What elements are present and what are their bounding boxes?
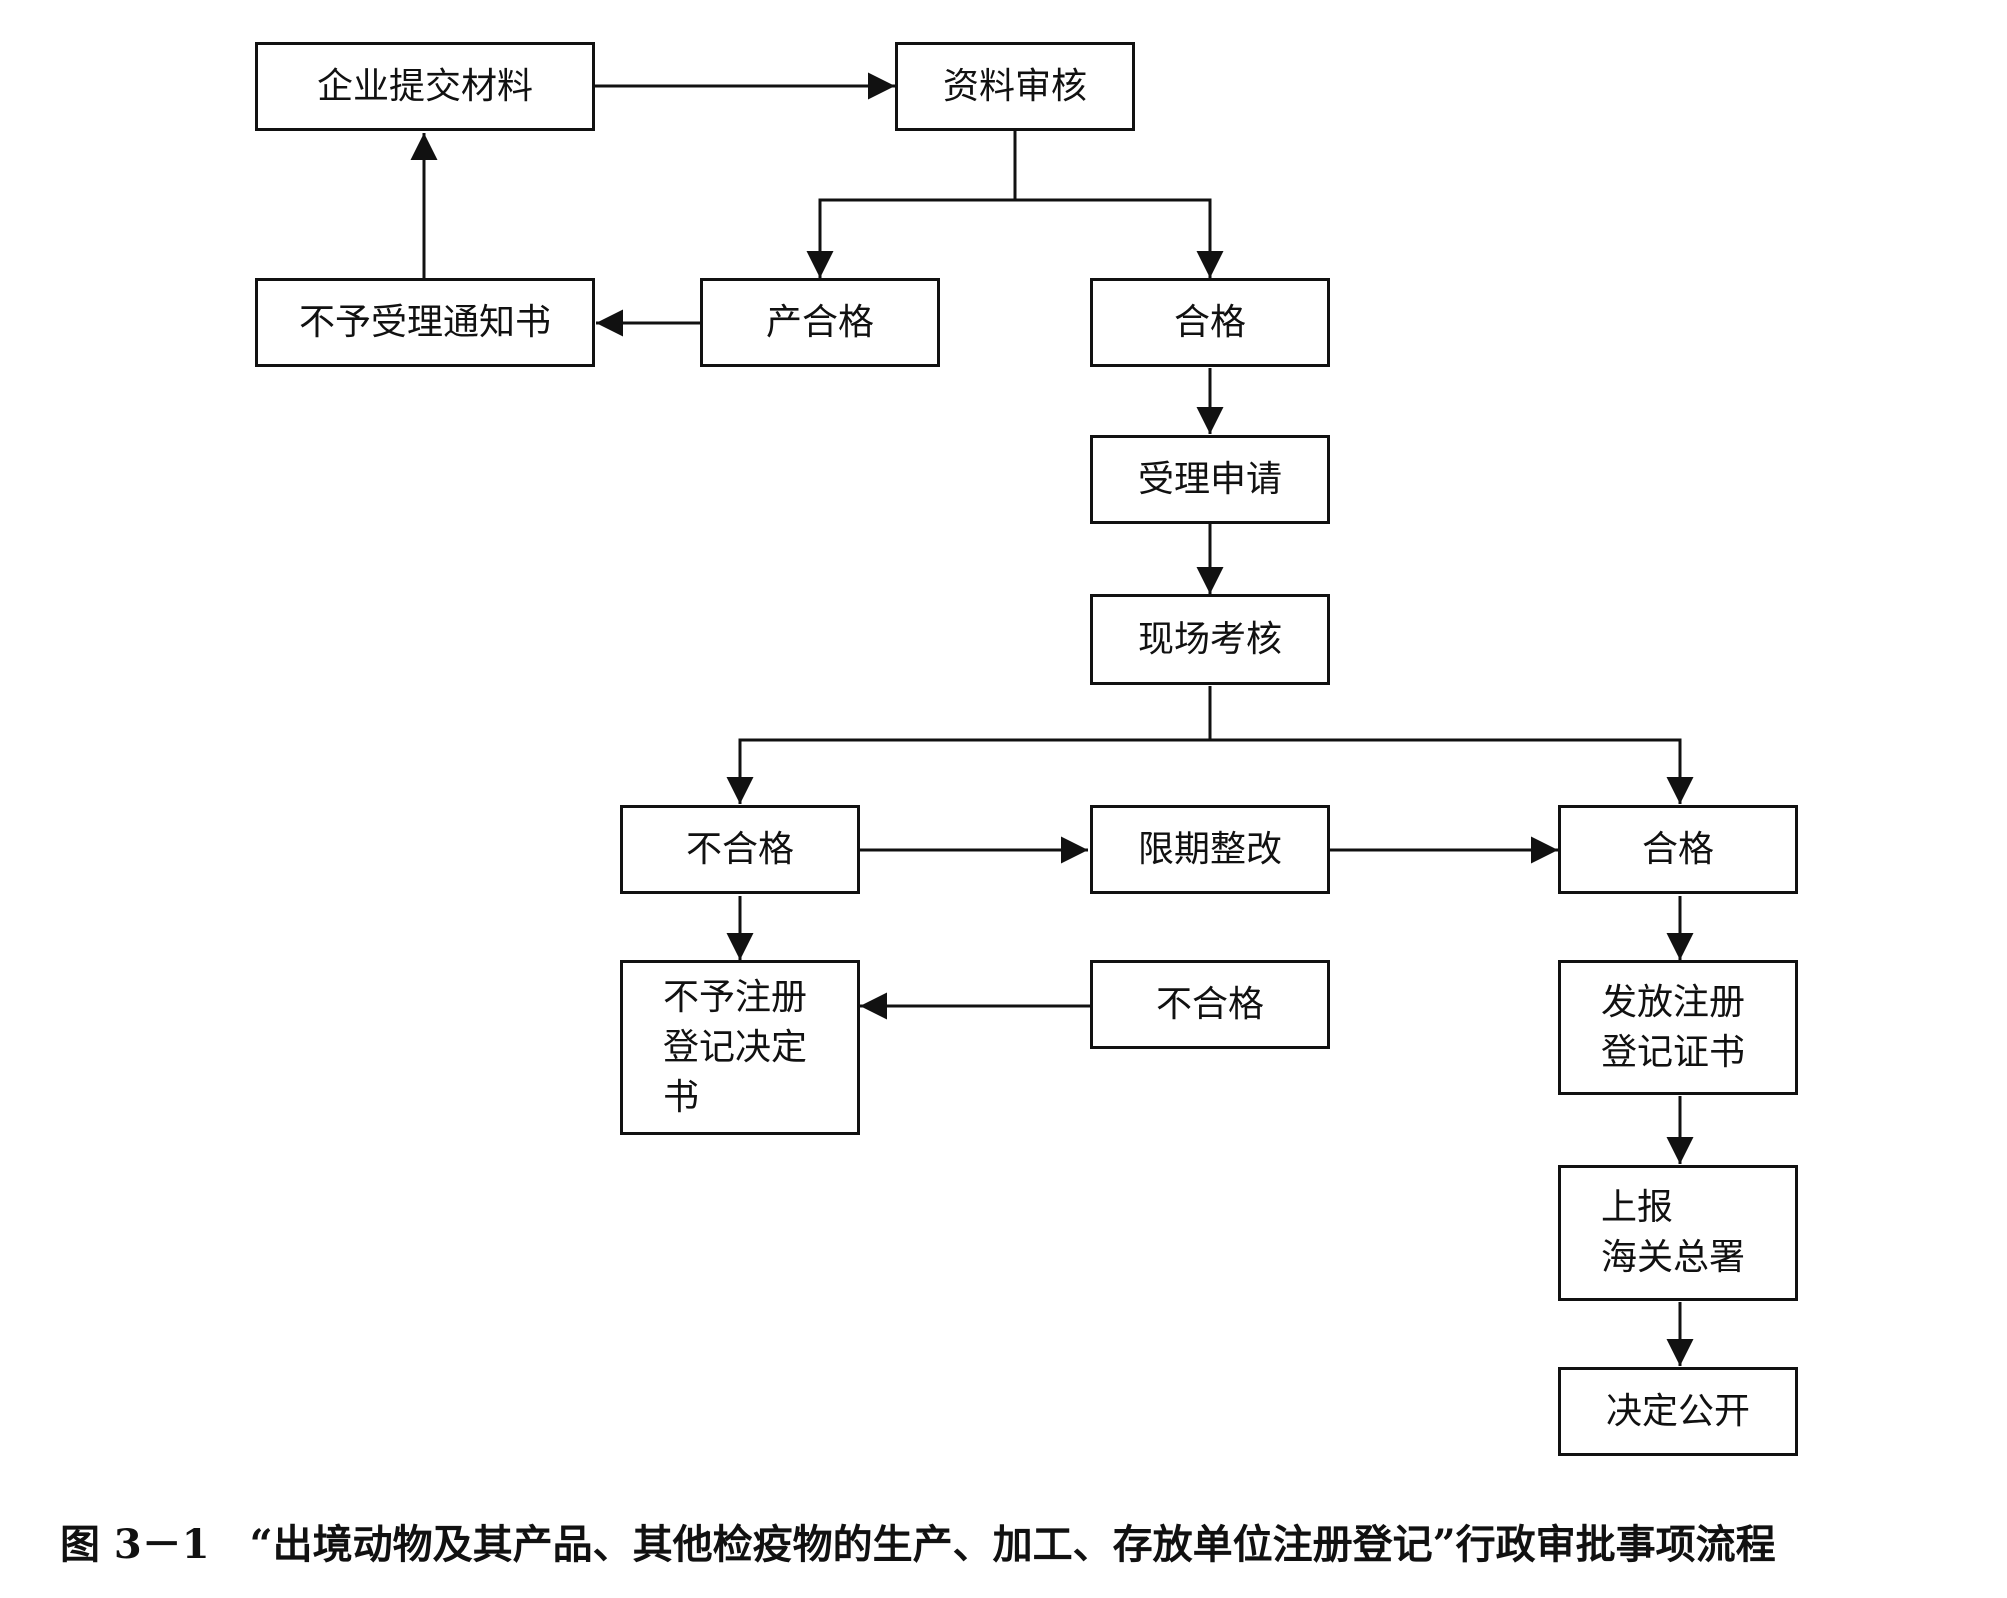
issue-cert-line-1: 发放注册 (1601, 981, 1746, 1023)
node-unqualified-review: 产合格 (700, 278, 940, 367)
edge-onsite-to-unqualified (726, 686, 1212, 804)
node-issue-certificate: 发放注册 登记证书 (1558, 960, 1798, 1095)
edge-review-split (806, 130, 1017, 278)
no-register-line-3: 书 (663, 1076, 700, 1118)
node-submit-materials: 企业提交材料 (255, 42, 595, 131)
node-publish-decision: 决定公开 (1558, 1367, 1798, 1456)
node-rectify-deadline: 限期整改 (1090, 805, 1330, 894)
node-onsite-assessment: 现场考核 (1090, 594, 1330, 685)
report-line-1: 上报 (1601, 1187, 1674, 1228)
issue-cert-line-2: 登记证书 (1601, 1031, 1746, 1073)
edge-onsite-to-qualified (1210, 738, 1694, 804)
node-reject-notice: 不予受理通知书 (255, 278, 595, 367)
no-register-line-2: 登记决定 (663, 1026, 808, 1068)
node-accept-application: 受理申请 (1090, 435, 1330, 524)
node-document-review: 资料审核 (895, 42, 1135, 131)
no-register-line-1: 不予注册 (663, 976, 808, 1018)
node-no-registration-decision: 不予注册 登记决定 书 (620, 960, 860, 1135)
figure-caption: 图 3－1 “出境动物及其产品、其他检疫物的生产、加工、存放单位注册登记”行政审… (60, 1521, 1776, 1568)
node-qualified-onsite: 合格 (1558, 805, 1798, 894)
node-unqualified-onsite: 不合格 (620, 805, 860, 894)
edge-review-to-qualified (1015, 198, 1224, 278)
node-unqualified-rectify: 不合格 (1090, 960, 1330, 1049)
node-report-customs: 上报 海关总署 (1558, 1165, 1798, 1301)
report-line-2: 海关总署 (1601, 1237, 1746, 1278)
node-qualified-review: 合格 (1090, 278, 1330, 367)
